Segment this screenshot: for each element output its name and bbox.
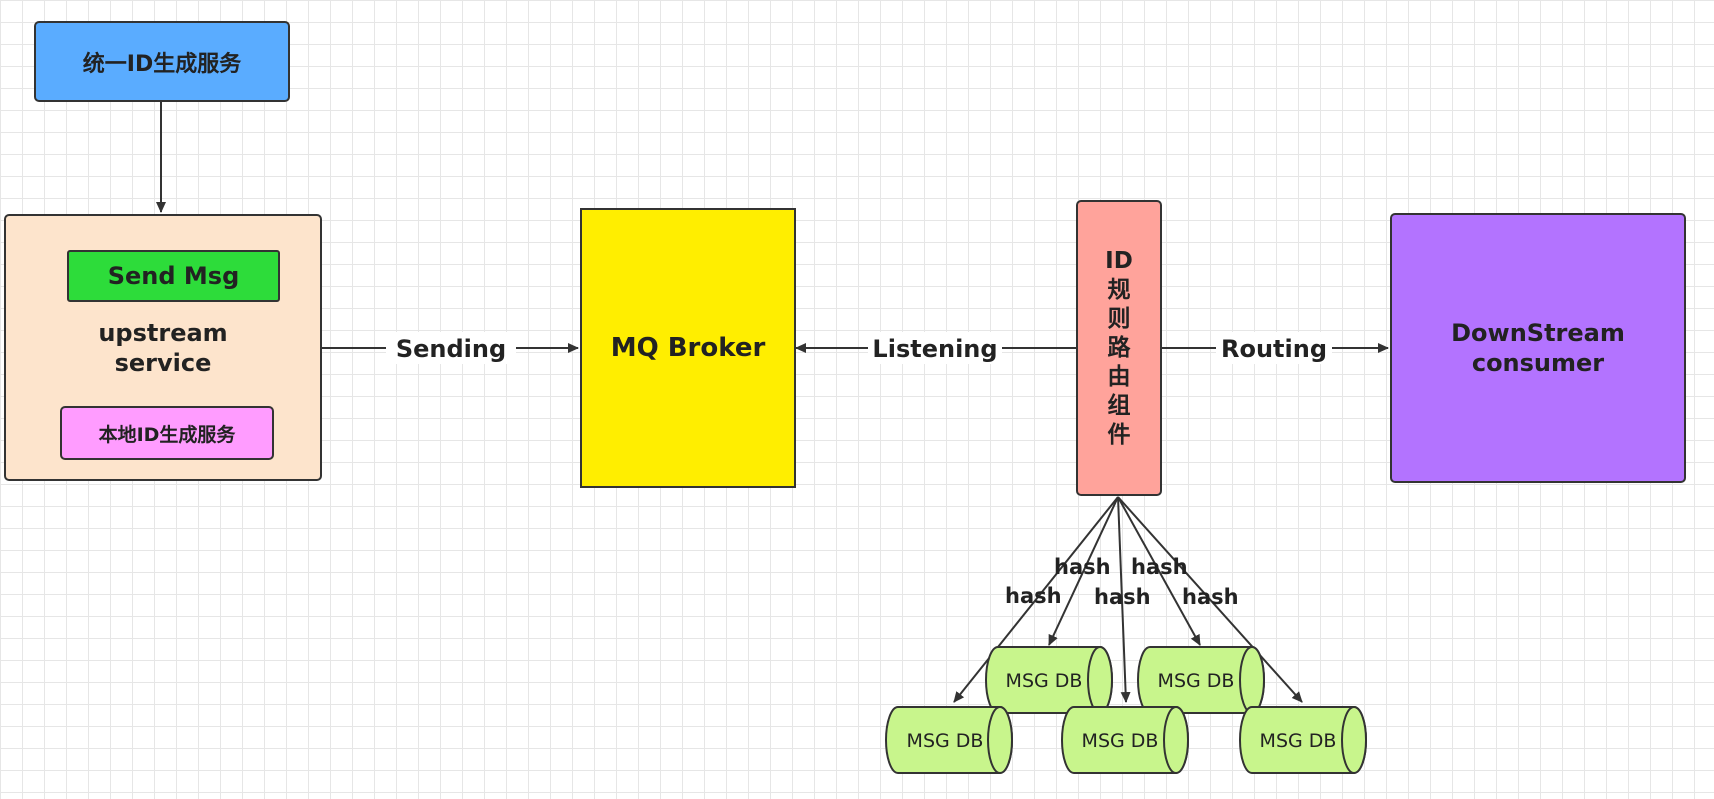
edge-hash-1 [953, 496, 1119, 703]
msg-db-cylinder-upper-left: MSG DB [985, 646, 1113, 714]
send-msg-node: Send Msg [67, 250, 280, 302]
upstream-service-label: upstream service [98, 319, 228, 377]
edge-label-sending: Sending [396, 335, 506, 363]
edge-hash-4 [1117, 496, 1201, 646]
msg-db-label: MSG DB [1158, 670, 1235, 692]
send-msg-label: Send Msg [107, 262, 240, 290]
mq-broker-label: MQ Broker [610, 333, 766, 363]
hash-label-5: hash [1182, 585, 1239, 609]
local-id-service-node: 本地ID生成服务 [60, 406, 274, 460]
hash-label-4: hash [1131, 555, 1188, 579]
msg-db-cylinder-lower-right: MSG DB [1239, 706, 1367, 774]
msg-db-cylinder-lower-middle: MSG DB [1061, 706, 1189, 774]
msg-db-label: MSG DB [1006, 670, 1083, 692]
msg-db-cylinder-lower-left: MSG DB [885, 706, 1013, 774]
downstream-consumer-node: DownStream consumer [1390, 213, 1686, 483]
unified-id-service-node: 统一ID生成服务 [34, 21, 290, 102]
edge-label-listening: Listening [872, 335, 997, 363]
edge-label-routing: Routing [1221, 335, 1327, 363]
edge-hash-5 [1117, 496, 1303, 703]
local-id-service-label: 本地ID生成服务 [98, 423, 236, 446]
edge-hash-3 [1117, 496, 1131, 703]
msg-db-label: MSG DB [907, 730, 984, 752]
id-routing-component-label: ID 规 则 路 由 组 件 [1105, 247, 1133, 448]
msg-db-label: MSG DB [1260, 730, 1337, 752]
unified-id-service-label: 统一ID生成服务 [82, 51, 242, 77]
msg-db-cylinder-upper-right: MSG DB [1137, 646, 1265, 714]
hash-label-3: hash [1094, 585, 1151, 609]
mq-broker-node: MQ Broker [580, 208, 796, 488]
id-routing-component-node: ID 规 则 路 由 组 件 [1076, 200, 1162, 496]
msg-db-label: MSG DB [1082, 730, 1159, 752]
hash-label-1: hash [1005, 584, 1062, 608]
edge-hash-2 [1048, 496, 1119, 646]
hash-label-2: hash [1054, 555, 1111, 579]
downstream-consumer-label: DownStream consumer [1451, 319, 1625, 377]
